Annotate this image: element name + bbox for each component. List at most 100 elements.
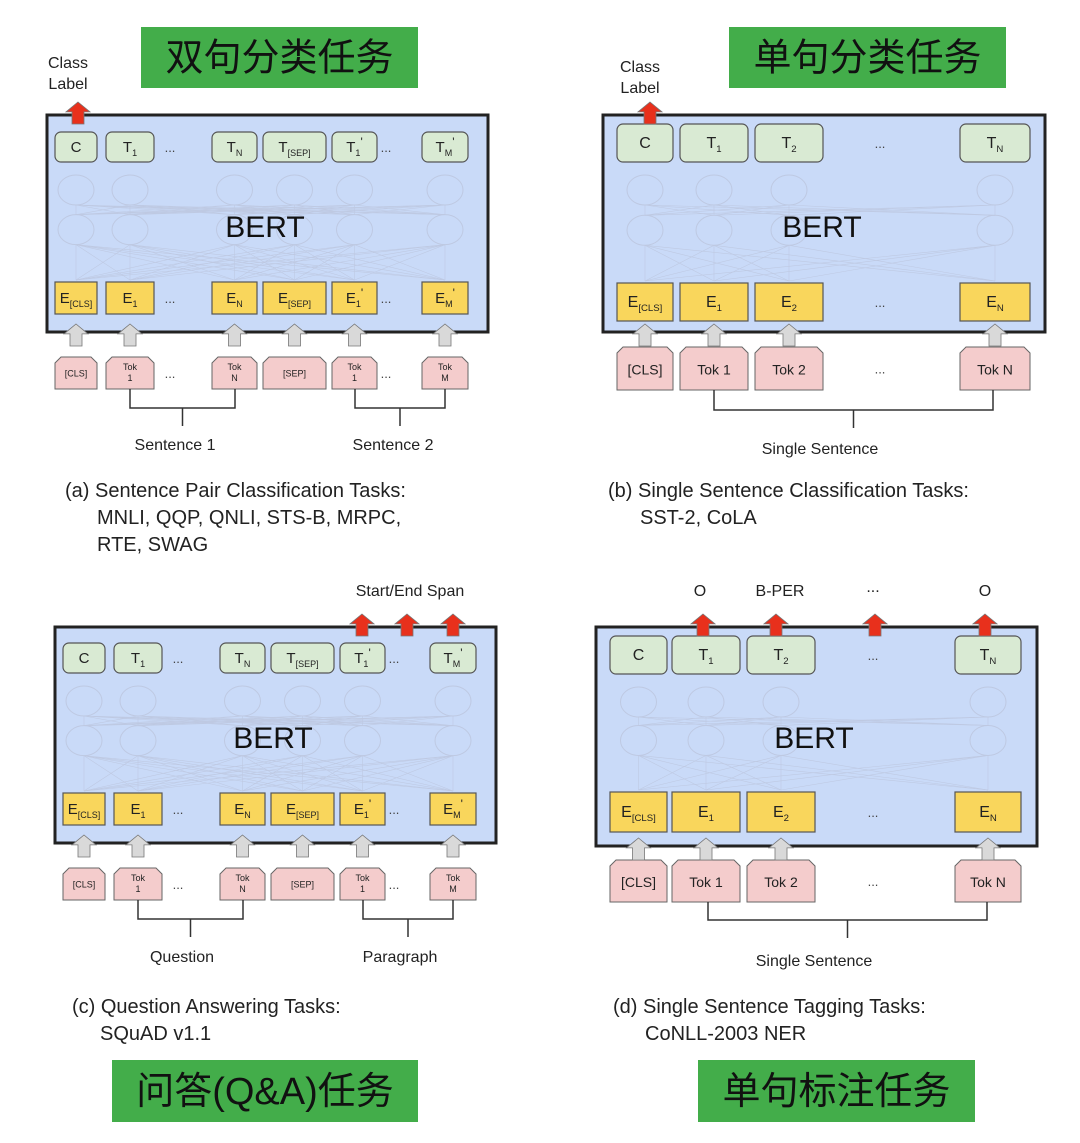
embedding-cell-box [211,281,258,315]
cell-label: E1 [122,290,137,309]
attention-edge [638,755,782,791]
attention-edge [294,204,446,215]
attention-edge [242,755,303,792]
token-box [754,346,824,391]
attention-edge [137,755,303,792]
attention-edge [129,244,446,281]
embedding-cell: E[SEP] [262,281,327,315]
input-token: Tok 1 [679,346,749,391]
output-cell: TM' [429,642,477,674]
cell-label: E[CLS] [68,801,101,820]
cell-label: T2 [773,647,788,667]
embedding-cell-box [954,791,1022,833]
embedding-cell-box [429,792,477,826]
token-label: Tok [355,873,370,883]
token-label: Tok [131,873,146,883]
attention-edge [83,715,243,726]
attention-edge [129,244,355,281]
output-label: ... [866,579,879,596]
attention-edge [234,204,355,215]
attention-node [770,214,808,246]
output-label: Label [48,76,87,93]
attention-edge [234,244,355,281]
output-cell-box [339,642,386,674]
cell-label: T1 [131,650,145,669]
cell-label: E1' [346,286,363,309]
attention-node [119,685,157,717]
attention-edge [137,755,454,792]
input-token: Tok N [959,346,1031,391]
attention-edge [302,715,363,726]
cell-label: T1 [123,139,137,158]
attention-edge [644,245,790,282]
token-box [262,356,327,390]
ellipsis: ... [381,140,392,155]
ellipsis: ... [165,291,176,306]
attention-edge [638,755,707,791]
attention-node [969,686,1007,718]
attention-edge [234,204,295,215]
attention-edge [713,245,790,282]
attention-edge [234,244,355,281]
output-cell-box [609,635,668,675]
attention-edge [234,244,295,281]
caption-line: RTE, SWAG [97,534,208,556]
cell-label: EM' [435,286,455,309]
cell-label: E1 [706,294,722,314]
token-box [62,867,106,901]
embedding-cell-box [746,791,816,833]
bert-label: BERT [774,722,853,755]
attention-edge [242,755,454,792]
attention-edge [83,715,139,726]
input-arrow-icon [349,834,376,858]
embedding-cell-box [421,281,469,315]
attention-edge [137,755,363,792]
cell-label: E[SEP] [286,801,319,820]
token-label: Tok 1 [689,874,723,890]
output-cell-box [211,131,258,163]
attention-node [626,214,664,246]
ellipsis: ... [381,366,392,381]
attention-node [344,725,381,757]
token-label: 1 [352,373,357,383]
output-label: Class [620,59,660,76]
token-label: [CLS] [65,369,88,379]
output-cell: ... [868,648,879,663]
ellipsis: ... [389,802,400,817]
attention-edge [137,715,243,726]
attention-edge [705,755,989,791]
banner-background [729,27,1006,88]
bracket-line [137,900,244,937]
token-box [105,356,155,390]
input-arrow-icon [974,837,1002,861]
attention-node [626,174,664,206]
output-cell-box [679,123,749,163]
attention-edge [83,715,363,726]
output-cell: C [609,635,668,675]
cell-label: T1 [698,647,713,667]
attention-edge [242,715,363,726]
attention-edge [644,204,715,216]
token-box [113,867,163,901]
attention-node [224,725,261,757]
attention-edge [75,204,131,215]
token-label: 1 [127,373,132,383]
cell-label: TM' [436,135,455,158]
attention-edge [705,755,989,791]
output-cell-box [113,642,163,674]
attention-edge [137,715,363,726]
attention-node [969,724,1007,756]
caption-line: CoNLL-2003 NER [645,1023,806,1045]
embedding-cell-box [959,282,1031,322]
attention-node [336,174,373,206]
output-cell: T1 [113,642,163,674]
token-box [270,867,335,901]
output-arrow-icon [393,613,421,637]
cell-label: C [79,650,90,667]
cell-label: EN [234,801,251,820]
output-cell-box [331,131,378,163]
attention-edge [83,755,363,792]
